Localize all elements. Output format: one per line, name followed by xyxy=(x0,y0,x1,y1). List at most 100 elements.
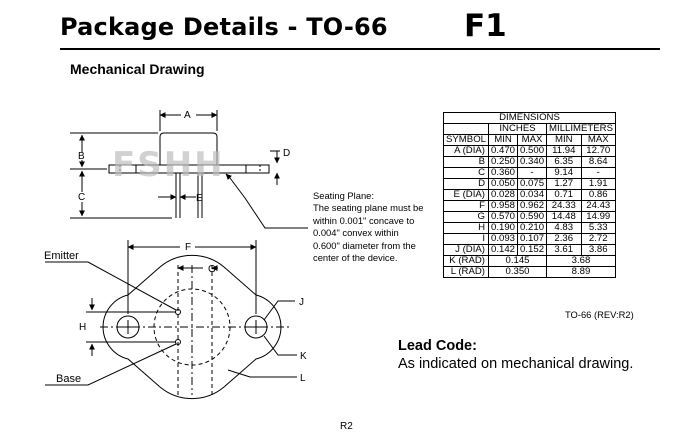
dimensions-table: DIMENSIONS INCHES MILLIMETERS SYMBOL MIN… xyxy=(442,112,617,278)
lead-code-text: As indicated on mechanical drawing. xyxy=(398,356,634,372)
cell-sym: C xyxy=(443,167,489,179)
cell-mm-max: 24.43 xyxy=(580,200,617,212)
cell-in-max: 0.152 xyxy=(517,244,548,256)
cell-in-min: 0.050 xyxy=(487,178,519,190)
can-outline xyxy=(159,132,218,165)
seating-leader xyxy=(229,177,308,229)
cell-mm-max: 3.86 xyxy=(580,244,617,256)
cell-mm-min: 1.27 xyxy=(546,178,582,190)
cell-mm-min: 9.14 xyxy=(546,167,582,179)
side-view xyxy=(70,110,308,229)
header-symbol: SYMBOL xyxy=(443,134,489,146)
cell-mm-min: 0.71 xyxy=(546,189,582,201)
flange-outline xyxy=(102,254,282,400)
seating-note-line: center of the device. xyxy=(313,252,398,264)
label-base: Base xyxy=(56,373,81,385)
seating-note-line: The seating plane must be xyxy=(313,202,424,214)
cell-mm: 3.68 xyxy=(546,255,617,267)
cell-sym: A (DIA) xyxy=(443,145,489,157)
label-L: L xyxy=(300,373,306,384)
header-inches: INCHES xyxy=(487,123,548,135)
header-max: MAX xyxy=(517,134,548,146)
label-E: E xyxy=(196,193,203,204)
label-B: B xyxy=(78,151,85,162)
cell-sym: E (DIA) xyxy=(443,189,489,201)
cell-mm-min: 14.48 xyxy=(546,211,582,223)
cell-in-max: 0.340 xyxy=(517,156,548,168)
cell-mm-max: 2.72 xyxy=(580,233,617,245)
label-A: A xyxy=(184,110,191,121)
table-title: DIMENSIONS xyxy=(442,112,617,124)
cell-in-min: 0.470 xyxy=(487,145,519,157)
seating-note-line: within 0.001" concave to xyxy=(313,214,415,226)
cell-in-min: 0.093 xyxy=(487,233,519,245)
header-min: MIN xyxy=(487,134,519,146)
cell-in-max: 0.590 xyxy=(517,211,548,223)
label-emitter: Emitter xyxy=(44,250,79,262)
cell-mm: 8.89 xyxy=(546,266,617,278)
label-C: C xyxy=(78,192,85,203)
cell-in-min: 0.570 xyxy=(487,211,519,223)
header-millimeters: MILLIMETERS xyxy=(546,123,617,135)
cell-sym: G xyxy=(443,211,489,223)
label-J: J xyxy=(299,297,304,308)
cell-mm-min: 11.94 xyxy=(546,145,582,157)
cell-sym: J (DIA) xyxy=(443,244,489,256)
cell-in-min: 0.250 xyxy=(487,156,519,168)
label-H: H xyxy=(79,322,86,333)
label-G: G xyxy=(208,264,216,275)
cell-mm-max: 8.64 xyxy=(580,156,617,168)
cell-mm-min: 24.33 xyxy=(546,200,582,212)
cell-in-max: 0.034 xyxy=(517,189,548,201)
cell-in-max: 0.107 xyxy=(517,233,548,245)
table-header-blank xyxy=(443,123,489,135)
cell-in-max: 0.210 xyxy=(517,222,548,234)
package-code: F1 xyxy=(464,8,507,44)
cell-in-min: 0.142 xyxy=(487,244,519,256)
cell-sym: I xyxy=(443,233,489,245)
lead-code-title: Lead Code: xyxy=(398,338,477,354)
cell-sym: L (RAD) xyxy=(443,266,489,278)
header-min: MIN xyxy=(546,134,582,146)
seating-note-line: 0.004" convex within xyxy=(313,227,399,239)
label-D: D xyxy=(283,148,290,159)
cell-mm-max: 1.91 xyxy=(580,178,617,190)
title-divider xyxy=(60,48,660,50)
cell-sym: D xyxy=(443,178,489,190)
table-reference: TO-66 (REV:R2) xyxy=(565,309,634,320)
cell-in-max: 0.075 xyxy=(517,178,548,190)
cell-mm-min: 6.35 xyxy=(546,156,582,168)
cell-in-min: 0.958 xyxy=(487,200,519,212)
page-title: Package Details - TO-66 xyxy=(60,13,388,41)
cell-mm-min: 3.61 xyxy=(546,244,582,256)
cell-sym: K (RAD) xyxy=(443,255,489,267)
cell-in: 0.145 xyxy=(487,255,548,267)
cell-in-max: 0.962 xyxy=(517,200,548,212)
watermark: FSHH xyxy=(112,145,225,185)
cell-in-max: 0.500 xyxy=(517,145,548,157)
cell-sym: F xyxy=(443,200,489,212)
cell-in-max: - xyxy=(517,167,548,179)
cell-sym: B xyxy=(443,156,489,168)
cell-mm-min: 2.36 xyxy=(546,233,582,245)
seating-note-title: Seating Plane: xyxy=(313,190,374,201)
cell-in-min: 0.360 xyxy=(487,167,519,179)
section-title: Mechanical Drawing xyxy=(70,61,205,77)
cell-in-min: 0.028 xyxy=(487,189,519,201)
cell-mm-max: 5.33 xyxy=(580,222,617,234)
cell-sym: H xyxy=(443,222,489,234)
cell-in-min: 0.190 xyxy=(487,222,519,234)
header-max: MAX xyxy=(580,134,617,146)
cell-mm-max: - xyxy=(580,167,617,179)
cell-mm-max: 14.99 xyxy=(580,211,617,223)
